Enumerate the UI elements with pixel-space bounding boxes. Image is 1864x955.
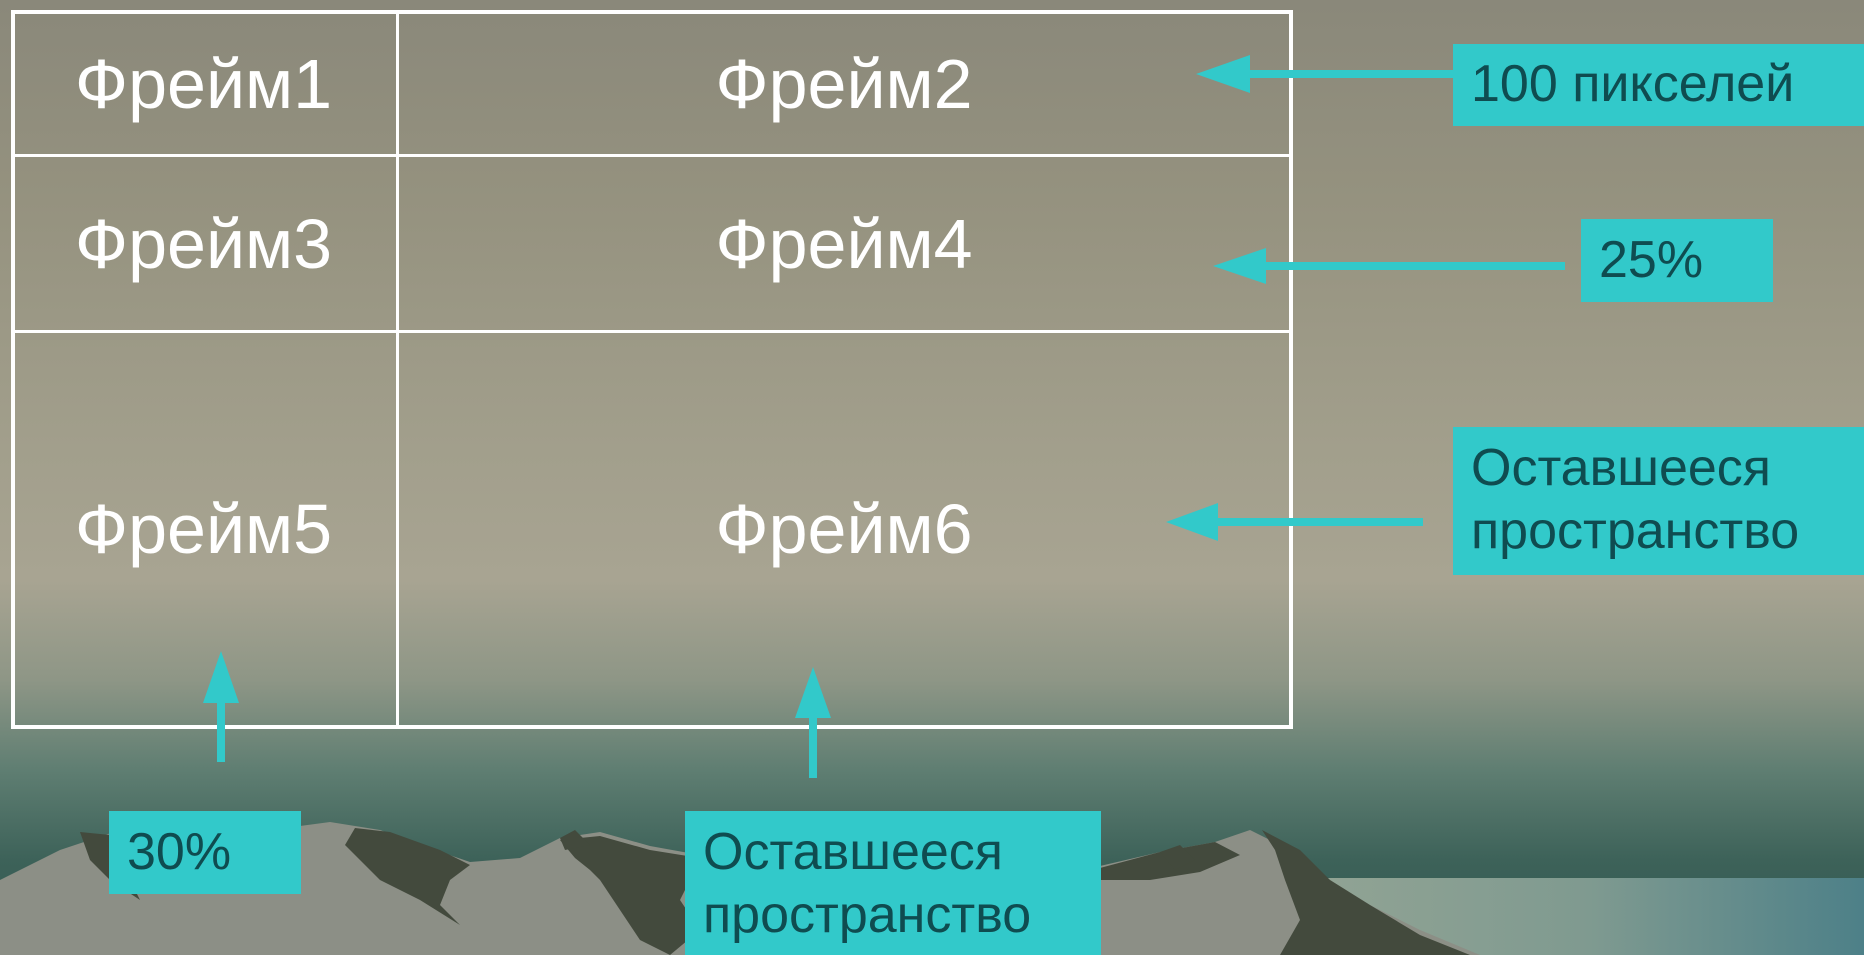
frame-6-label: Фрейм6 (715, 490, 973, 568)
dark-rocks-right (1262, 830, 1470, 955)
col2-width-line2: пространство (703, 886, 1032, 945)
frame-5-label: Фрейм5 (74, 490, 333, 568)
frameset-diagram: Фрейм1 Фрейм2 Фрейм3 Фрейм4 Фрейм5 Фрейм… (11, 10, 1293, 729)
frame-2-label: Фрейм2 (715, 45, 973, 123)
dark-rocks-mid-left (345, 828, 470, 925)
row3-height-line2: пространство (1471, 502, 1800, 561)
col1-width-text: 30% (127, 822, 232, 881)
col1-width-label: 30% (109, 811, 301, 894)
frame-4: Фрейм4 (399, 157, 1289, 333)
row3-height-line1: Оставшееся (1471, 439, 1771, 497)
frame-3: Фрейм3 (15, 157, 399, 333)
frame-5: Фрейм5 (15, 333, 399, 725)
frame-3-label: Фрейм3 (74, 204, 333, 283)
row2-height-text: 25% (1599, 230, 1704, 289)
col2-width-label: Оставшееся пространство (685, 811, 1101, 955)
frame-2: Фрейм2 (399, 14, 1289, 157)
col2-width-line1: Оставшееся (703, 823, 1003, 881)
row2-height-label: 25% (1581, 219, 1773, 302)
dark-rocks-center (560, 836, 700, 955)
row3-height-label: Оставшееся пространство (1453, 427, 1864, 575)
row1-height-text: 100 пикселей (1471, 55, 1795, 114)
frame-1-label: Фрейм1 (74, 45, 333, 123)
frame-6: Фрейм6 (399, 333, 1289, 725)
frame-4-label: Фрейм4 (715, 204, 973, 283)
frame-1: Фрейм1 (15, 14, 399, 157)
row1-height-label: 100 пикселей (1453, 44, 1864, 126)
